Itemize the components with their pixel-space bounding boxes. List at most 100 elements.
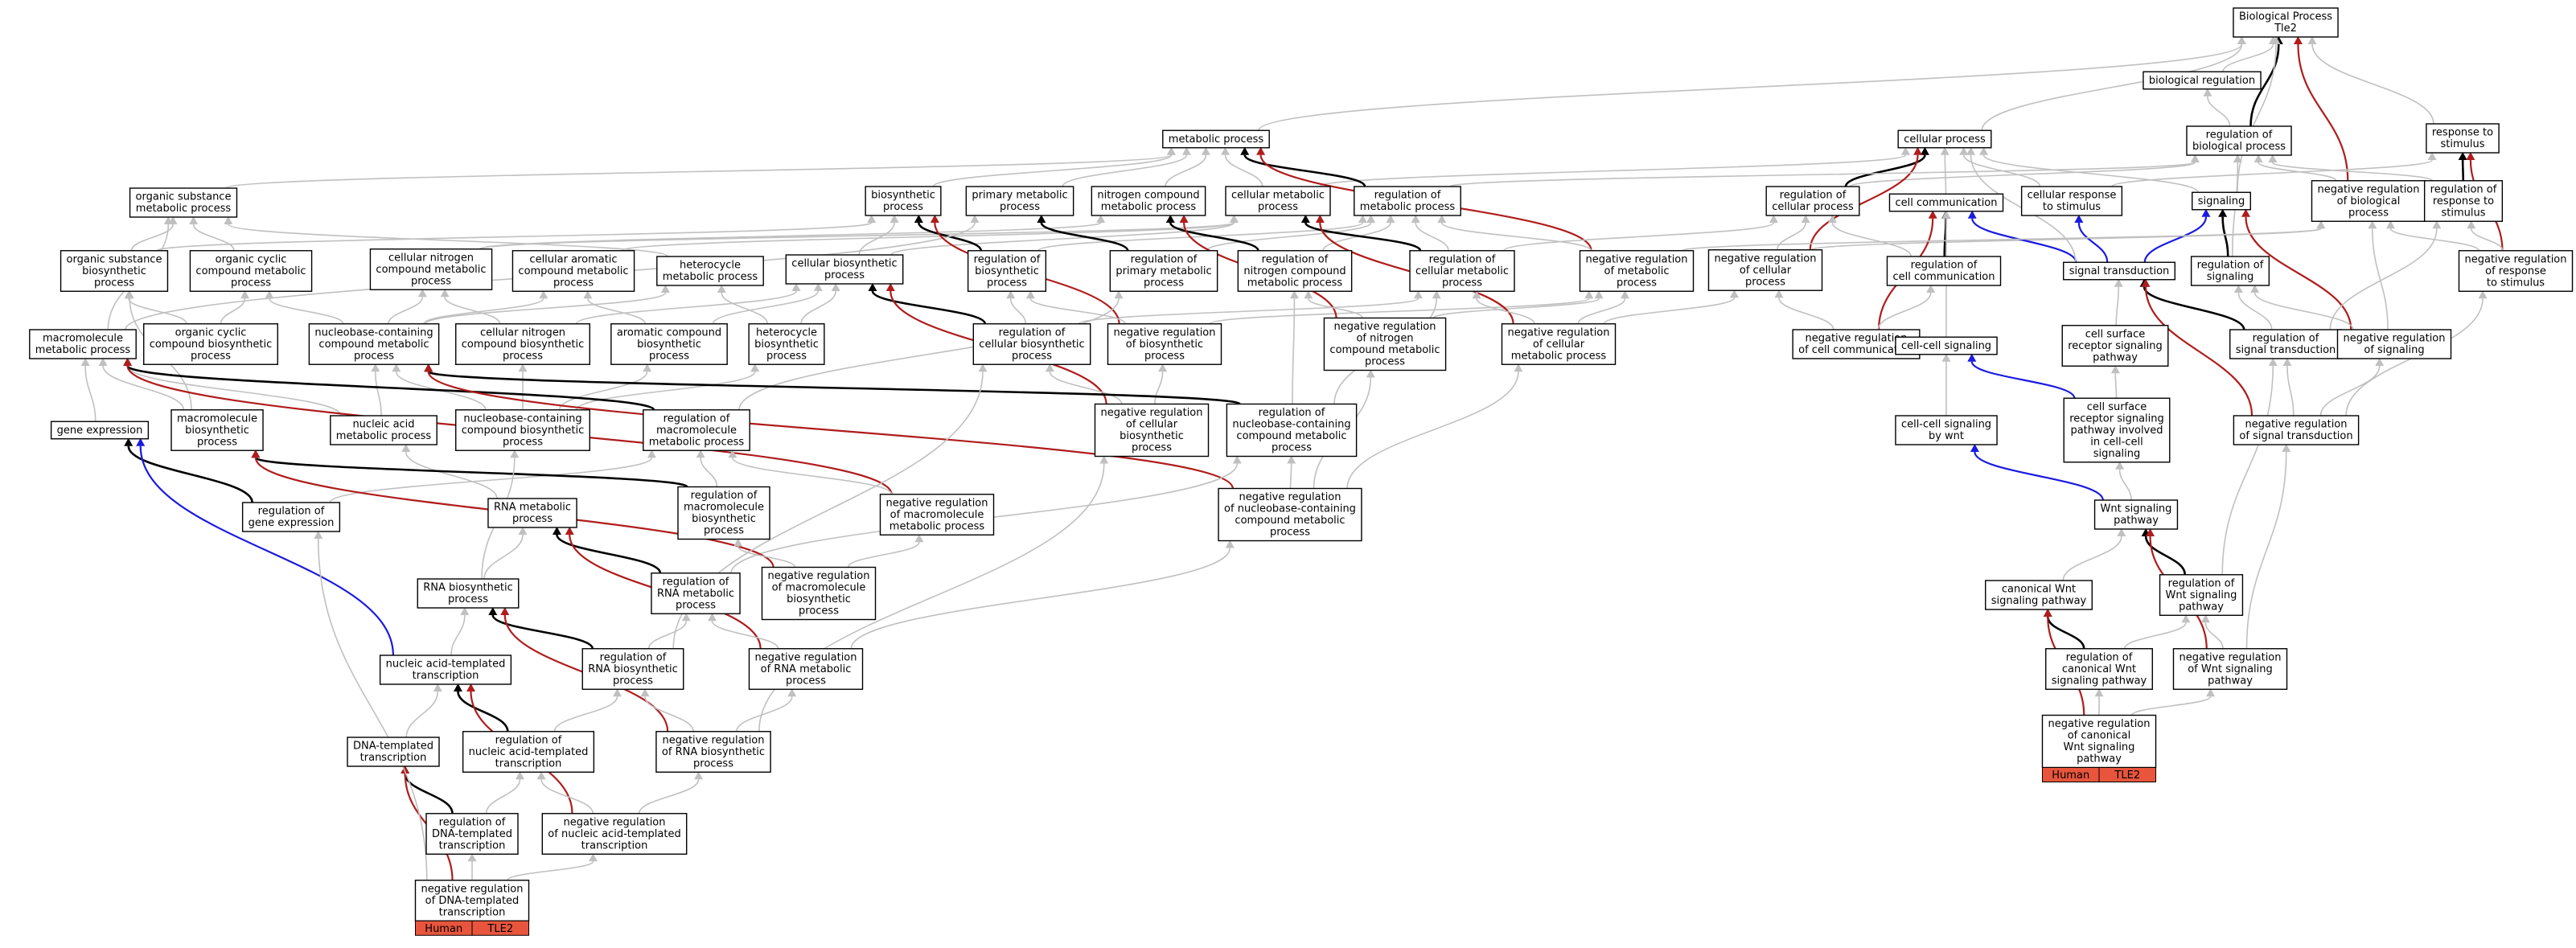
node-label-line: process: [799, 605, 839, 618]
node-label-line: cellular aromatic: [529, 253, 617, 265]
node-label-line: cellular response: [2028, 190, 2117, 202]
node-box: [308, 323, 440, 365]
arrowhead: [2190, 154, 2200, 162]
go-term-node: cell-cell signaling: [1895, 336, 1998, 355]
arrowhead: [867, 215, 877, 223]
edge-is-a: [587, 298, 647, 325]
arrowhead: [2427, 152, 2437, 160]
node-label-line: process: [503, 350, 543, 362]
node-box: [1579, 250, 1695, 292]
edge-is-a: [1209, 298, 1590, 325]
node-label-line: nucleic acid-templated: [386, 659, 506, 671]
edge-is-a: [638, 779, 700, 814]
node-label-line: regulation of: [1374, 190, 1441, 202]
node-label-line: regulation of: [2253, 333, 2319, 345]
node-label-line: process: [649, 350, 689, 362]
node-label-line: biosynthetic: [787, 593, 851, 605]
node-label-line: process: [1000, 201, 1040, 213]
node-label-line: signaling pathway: [1991, 595, 2087, 607]
edge-is-a: [483, 534, 524, 580]
arrowhead: [2114, 278, 2123, 287]
edge-is-a: [1009, 298, 1027, 324]
node-label-line: process: [766, 350, 807, 362]
node-label-line: gene expression: [57, 425, 143, 437]
node-box: [1895, 336, 1998, 355]
arrowhead: [728, 449, 737, 458]
arrowhead: [681, 613, 691, 622]
arrowhead: [1006, 290, 1016, 299]
node-box: [1094, 403, 1210, 458]
node-label-line: signal transduction: [2069, 265, 2170, 277]
node-label-line: negative regulation: [1239, 491, 1341, 503]
edge-is-a: [507, 860, 594, 881]
edge-is-a: [485, 779, 521, 814]
node-box: [1225, 186, 1331, 216]
node-label-line: of signaling: [2364, 344, 2424, 356]
node-label-line: macromolecule: [656, 425, 737, 437]
node-label-line: compound biosynthetic: [462, 339, 585, 351]
edge-is-a: [156, 222, 873, 252]
node-label-line: nucleic acid: [352, 419, 414, 431]
arrowhead: [1900, 146, 1910, 155]
node-label-line: transcription: [360, 752, 427, 764]
arrowhead: [371, 363, 380, 372]
node-label-line: biosynthetic: [637, 339, 701, 351]
edge-negatively-regulates: [2297, 43, 2349, 181]
node-label-line: biosynthetic: [692, 513, 756, 525]
arrowhead: [224, 216, 233, 224]
node-label-line: process: [503, 436, 543, 448]
arrowhead: [660, 285, 670, 293]
node-box: [1888, 193, 2004, 212]
node-box: [1985, 580, 2093, 610]
edge-is-a: [1289, 463, 1292, 489]
edge-negatively-regulates: [2144, 286, 2253, 417]
node-label-line: metabolic process: [1247, 277, 1343, 289]
edge-is-a: [1319, 154, 1907, 187]
arrowhead: [588, 853, 598, 862]
node-label-line: cellular process: [1904, 133, 1986, 146]
edge-is-a: [444, 296, 501, 325]
arrowhead: [1225, 540, 1235, 548]
node-label-line: metabolic process: [336, 430, 432, 442]
node-label-line: process: [411, 275, 451, 287]
edge-part-of: [871, 290, 987, 325]
edge-is-a: [102, 365, 185, 410]
edge-is-a: [192, 224, 235, 251]
arrowhead: [2237, 36, 2246, 44]
node-label-line: process: [987, 277, 1027, 289]
arrowhead: [1913, 146, 1923, 155]
node-box: [369, 248, 493, 290]
node-label-line: compound biosynthetic: [150, 339, 273, 351]
edge-is-a: [1831, 222, 1912, 257]
node-label-line: response to: [2433, 195, 2494, 207]
arrowhead: [1926, 285, 1936, 293]
node-box: [330, 415, 438, 445]
arrowhead: [978, 363, 988, 372]
node-label-line: transcription: [439, 839, 506, 852]
node-label-line: cell communication: [1892, 271, 1995, 283]
node-label-line: process: [1272, 442, 1312, 454]
node-label-line: negative regulation: [563, 816, 665, 828]
node-label-line: process: [1365, 356, 1405, 368]
node-label-line: regulation of: [258, 506, 325, 518]
node-label-line: of cell communication: [1798, 344, 1914, 356]
node-label-line: cellular process: [1772, 201, 1854, 213]
node-label-line: regulation of: [999, 326, 1066, 339]
